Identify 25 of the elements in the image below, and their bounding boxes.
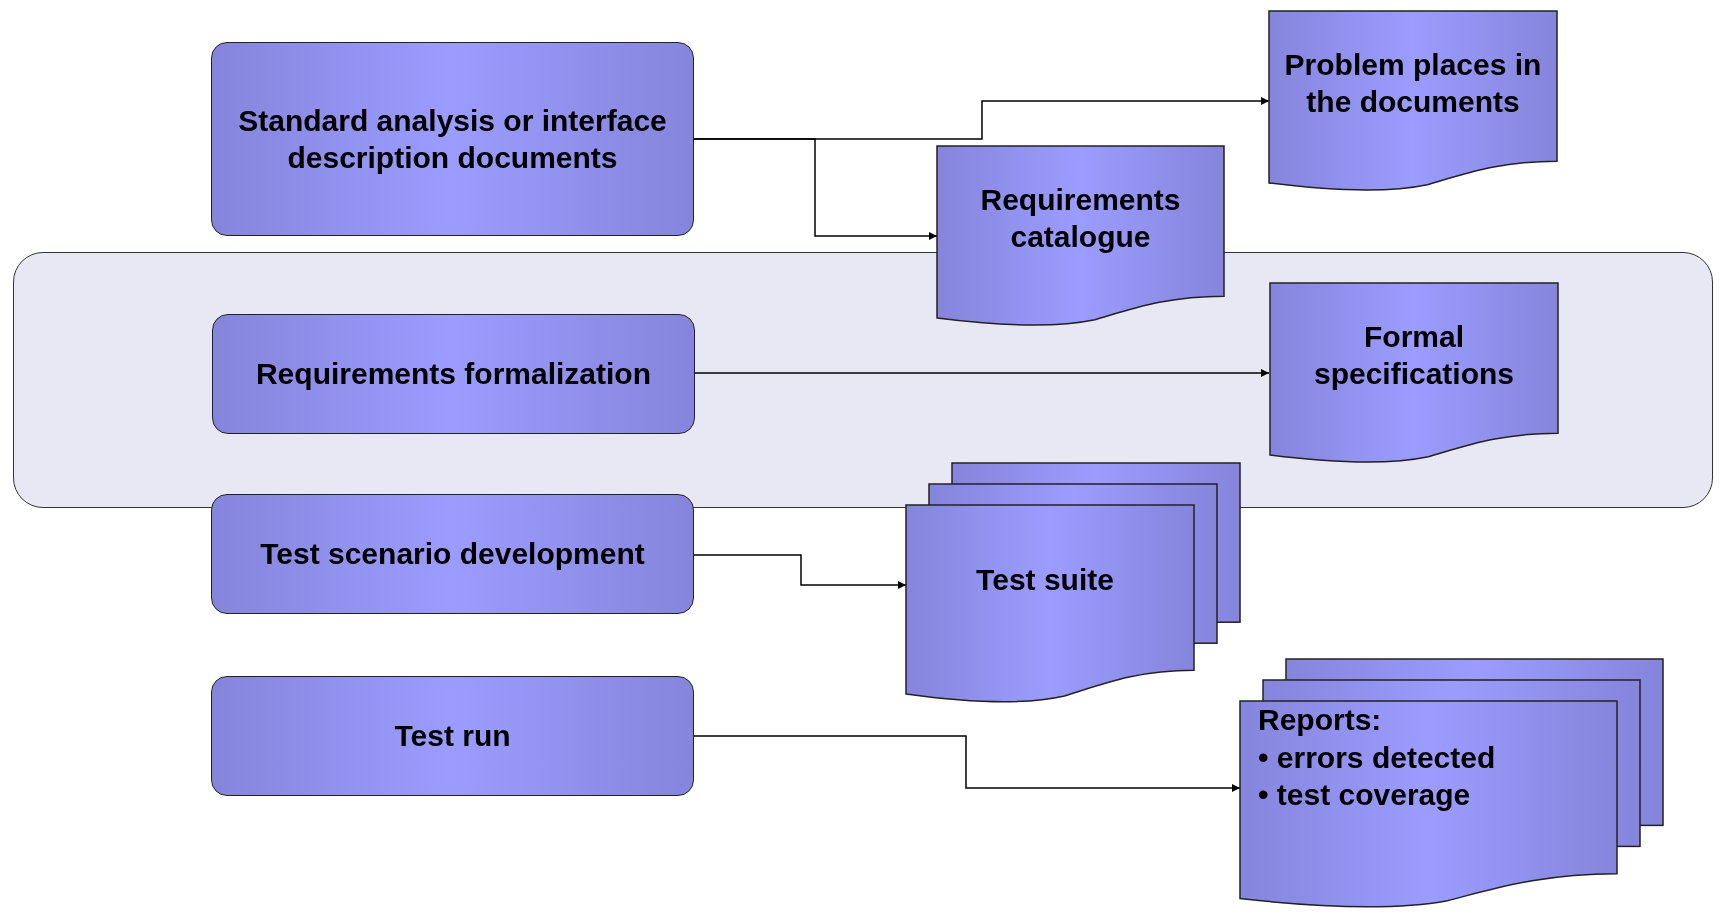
document-shape [937,146,1224,327]
node-text: Problem places in the documents [1283,46,1543,121]
node-text: Requirements catalogue [979,181,1182,256]
node-text: • errors detected [1258,739,1496,776]
process-box [211,42,694,236]
node-text: Test scenario development [260,536,645,573]
node-text: Formal specifications [1312,318,1516,393]
document-stack [1240,659,1663,909]
node-text: Requirements formalization [255,356,652,393]
group-band [13,252,1713,508]
process-box [211,494,694,614]
node-text: • test coverage [1258,777,1471,813]
arrow [693,735,1241,792]
node-text: Standard analysis or interface description documents [237,102,668,176]
arrow [693,369,1270,377]
process-box [211,676,694,796]
process-box [212,314,695,434]
arrow [693,554,907,589]
arrow [693,138,938,240]
document-shape [1269,11,1557,192]
node-text: Test suite [976,561,1114,598]
document-stack [906,463,1240,704]
node-text: Test run [394,718,511,755]
document-shape [1270,283,1558,464]
node-text: Reports: [1258,702,1382,738]
